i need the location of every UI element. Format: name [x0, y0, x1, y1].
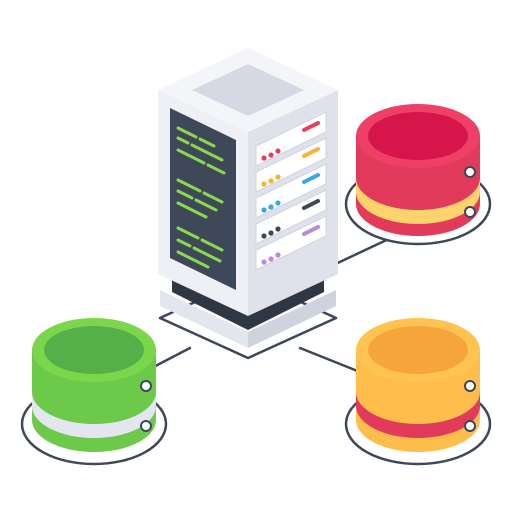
server-rack — [158, 48, 338, 348]
server-base-left — [160, 290, 248, 348]
server-top-inset — [192, 64, 304, 116]
server-base-right — [248, 290, 336, 348]
database-icon — [20, 318, 168, 466]
drive-bays — [255, 111, 327, 271]
drive-bay — [255, 137, 327, 193]
drive-bay — [255, 215, 327, 271]
server-left-panel — [170, 108, 236, 290]
drive-bay — [255, 111, 327, 167]
drive-bay — [255, 189, 327, 245]
code-lines — [176, 126, 226, 269]
database-icon — [344, 104, 492, 246]
drive-bay — [255, 163, 327, 219]
database-icon — [344, 318, 492, 466]
connector-line-orange — [298, 346, 362, 374]
server-base-shadow — [172, 276, 324, 330]
